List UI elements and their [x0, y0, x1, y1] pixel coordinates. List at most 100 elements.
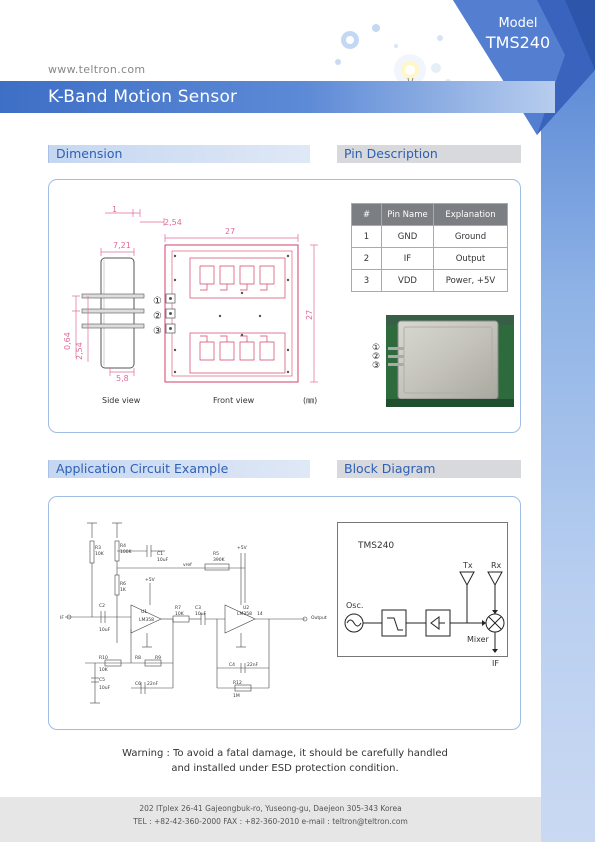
photo-pin-mark-2: ② [372, 352, 381, 362]
c1-value: 10uF [157, 557, 169, 563]
c5-value: 10uF [99, 685, 111, 691]
footer: 202 ITplex 26-41 Gajeongbuk-ro, Yuseong-… [0, 797, 541, 842]
pin-explanation: Output [433, 247, 508, 270]
filter-block-1 [381, 609, 407, 637]
dim-27-side-label: 27 [305, 310, 314, 320]
r6-value: 1K [120, 587, 127, 593]
u2-part: LM358 [237, 611, 252, 617]
c4-value: 22nF [247, 662, 259, 668]
sensor-photo [386, 315, 514, 407]
tx-label: Tx [462, 561, 473, 570]
c6-value: 22nF [147, 681, 159, 687]
pin-table-header-row: # Pin Name Explanation [351, 203, 508, 226]
c4-label: C4 [229, 662, 235, 668]
pin-name: IF [381, 247, 434, 270]
table-row: 2 IF Output [351, 247, 508, 270]
right-decorative-band [541, 0, 595, 842]
pin-explanation: Power, +5V [433, 269, 508, 292]
warning-line-2: and installed under ESD protection condi… [171, 763, 399, 774]
pin-number: 1 [351, 225, 382, 248]
pin-explanation: Ground [433, 225, 508, 248]
footer-contact: TEL : +82-42-360-2000 FAX : +82-360-2010… [133, 817, 408, 826]
u1-label: U1 [141, 609, 147, 615]
r4-label: R4 [120, 543, 126, 549]
photo-pin-mark-1: ① [372, 343, 381, 353]
dim-5-8-label: 5,8 [116, 374, 129, 383]
dim-2-54-side-label: 2,54 [75, 342, 84, 360]
front-view-label: Front view [213, 396, 255, 405]
c1-label: C1 [157, 551, 163, 557]
unit-label: (㎜) [303, 396, 317, 405]
pin-name: GND [381, 225, 434, 248]
pin-14-label: 14 [257, 611, 263, 617]
pin-table-header-explanation: Explanation [433, 203, 508, 226]
photo-pin-marks: ① ② ③ [372, 344, 380, 371]
block-diagram: TMS240 Tx Rx Osc. Mixer IF [344, 541, 505, 668]
dim-1-label: 1 [112, 205, 117, 214]
side-view-label: Side view [102, 396, 141, 405]
model-value: TMS240 [485, 33, 551, 52]
warning-note: Warning : To avoid a fatal damage, it sh… [110, 746, 460, 776]
section-header-dimension: Dimension [48, 145, 310, 163]
filter-block-2 [425, 609, 451, 637]
model-badge: Model TMS240 [478, 16, 558, 52]
u2-label: U2 [243, 605, 249, 611]
r4-value: 100K [120, 549, 133, 555]
section-header-block-diagram: Block Diagram [337, 460, 521, 478]
r5-label: R5 [213, 551, 219, 557]
website-url: www.teltron.com [48, 63, 146, 76]
footer-address: 202 ITplex 26-41 Gajeongbuk-ro, Yuseong-… [139, 804, 402, 813]
r12-value: 1M [233, 693, 240, 699]
c2-label: C2 [99, 603, 105, 609]
section-title-block-diagram: Block Diagram [344, 461, 436, 476]
u1-part: LM358 [139, 617, 154, 623]
r9-label: R9 [155, 655, 161, 661]
pin-number: 3 [351, 269, 382, 292]
r8-label: R8 [135, 655, 141, 661]
pin-description-table: # Pin Name Explanation 1 GND Ground 2 IF… [351, 203, 508, 292]
front-view-drawing [164, 244, 299, 383]
page-title: K-Band Motion Sensor [48, 87, 238, 107]
output-label: Output [311, 615, 327, 621]
photo-pin-mark-3: ③ [372, 361, 381, 371]
dim-27-top-label: 27 [225, 227, 235, 236]
header-bubbles-graphic [335, 24, 451, 89]
section-header-application-circuit: Application Circuit Example [48, 460, 310, 478]
section-title-pin-description: Pin Description [344, 146, 438, 161]
vref-label: vref [183, 562, 192, 568]
pin-mark-2: ② [153, 311, 162, 322]
block-title: TMS240 [357, 541, 394, 551]
pin-number: 2 [351, 247, 382, 270]
r7-value: 10K [175, 611, 185, 617]
r6-label: R6 [120, 581, 126, 587]
osc-label: Osc. [346, 601, 363, 610]
dim-2-54-top-label: 2,54 [164, 218, 182, 227]
block-diagram-frame [337, 522, 508, 657]
section-header-pin-description: Pin Description [337, 145, 521, 163]
c5-label: C5 [99, 677, 105, 683]
title-bar: K-Band Motion Sensor [0, 81, 555, 113]
pin-table-header-number: # [351, 203, 382, 226]
r3-label: R3 [95, 545, 101, 551]
pin-mark-1: ① [153, 296, 162, 307]
pin-table-header-name: Pin Name [381, 203, 434, 226]
rx-label: Rx [491, 561, 502, 570]
mixer-label: Mixer [467, 635, 490, 644]
model-label: Model [498, 16, 538, 31]
section-title-application-circuit: Application Circuit Example [56, 461, 229, 476]
r7-label: R7 [175, 605, 181, 611]
r12-label: R12 [233, 680, 242, 686]
v5-label-a: +5V [145, 577, 156, 583]
tx-antenna-icon [459, 571, 475, 587]
c6-label: C6 [135, 681, 141, 687]
warning-line-1: Warning : To avoid a fatal damage, it sh… [122, 748, 448, 759]
pin-mark-3: ③ [153, 326, 162, 337]
r3-value: 10K [95, 551, 105, 557]
pin-name: VDD [381, 269, 434, 292]
dim-0-64-label: 0,64 [63, 332, 72, 350]
c3-value: 10uF [195, 611, 207, 617]
if-output-label: IF [492, 659, 499, 668]
c3-label: C3 [195, 605, 201, 611]
if-input-label: IF [60, 615, 64, 621]
r10-value: 10K [99, 667, 109, 673]
